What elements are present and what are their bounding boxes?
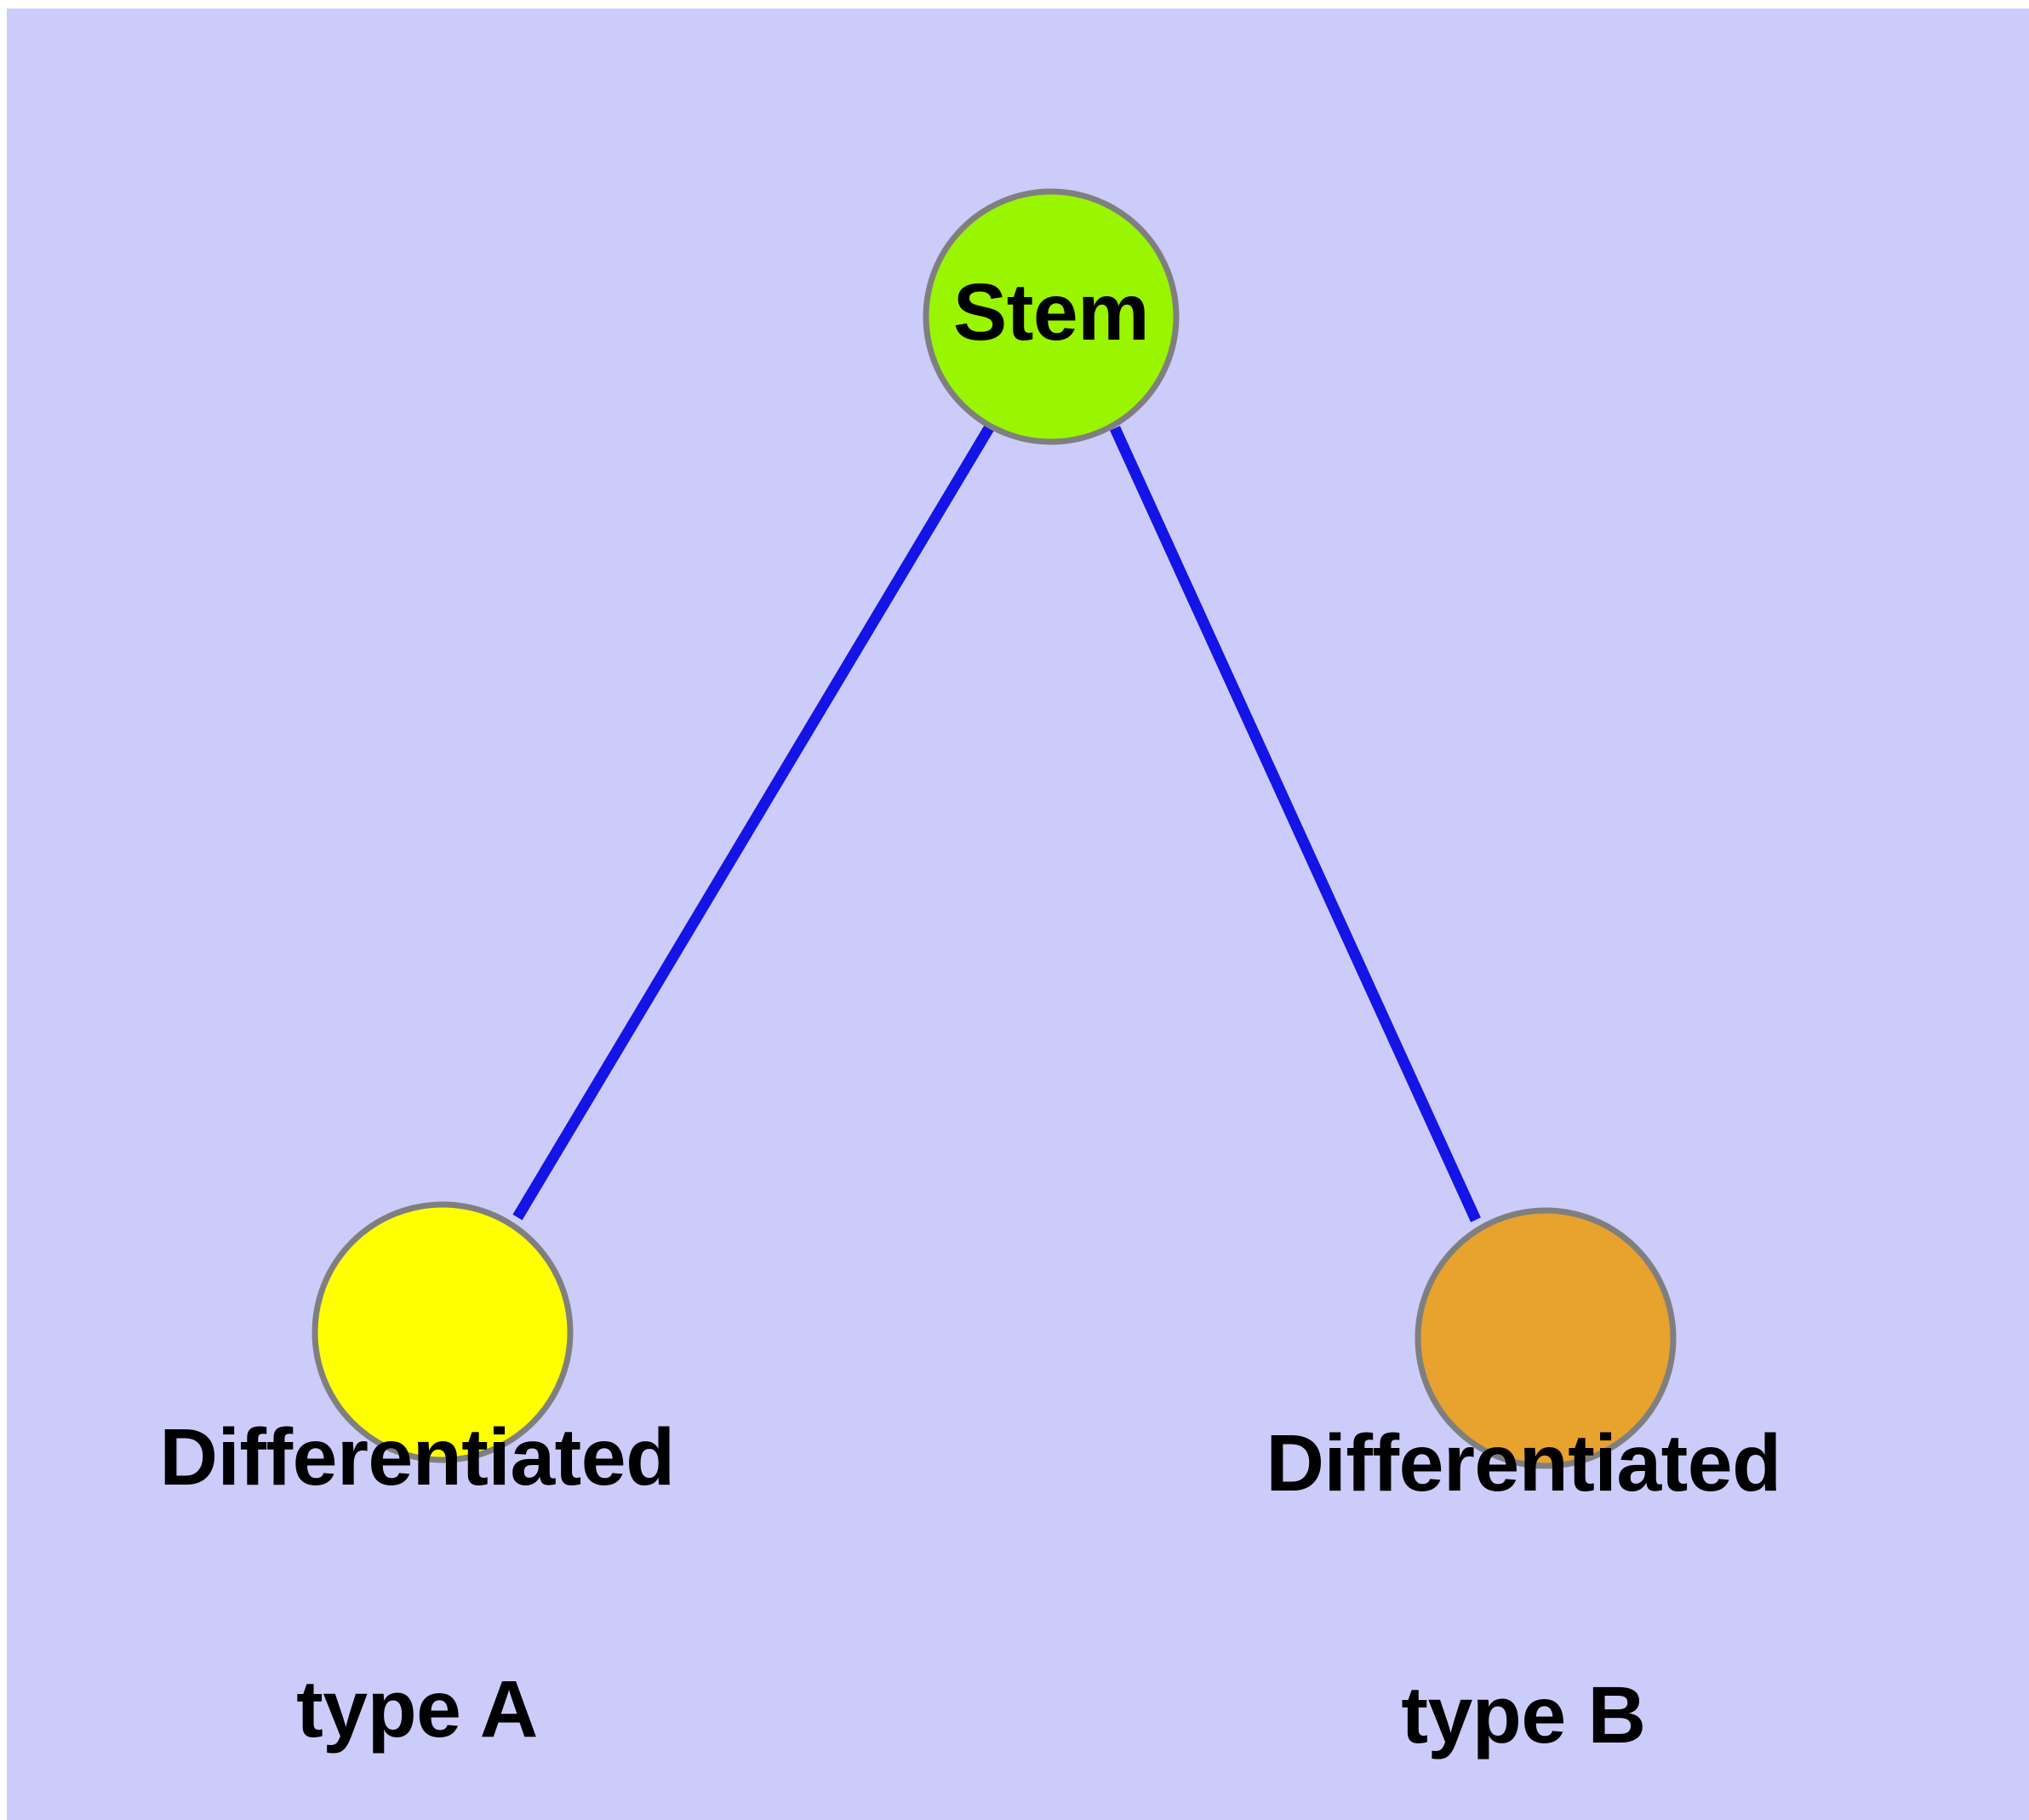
node-differentiated-type-a[interactable]: [311, 1201, 574, 1463]
edge-layer: [512, 425, 1481, 1222]
node-differentiated-type-b[interactable]: [1415, 1207, 1677, 1469]
edge-stem-to-differentiated-type-a[interactable]: [512, 425, 994, 1221]
node-stem[interactable]: [923, 188, 1180, 445]
node-layer: [311, 188, 1677, 1469]
edge-stem-to-differentiated-type-b[interactable]: [1110, 426, 1481, 1222]
